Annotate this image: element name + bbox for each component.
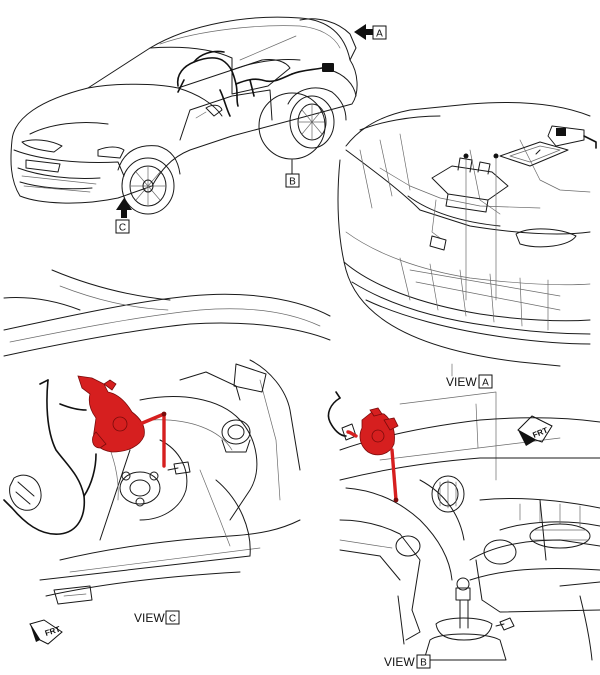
front-sensor-link-arm xyxy=(138,412,166,426)
view-b-illustration: FRT xyxy=(327,391,600,661)
forward-arrow-b: FRT xyxy=(517,415,553,446)
callout-c-label: C xyxy=(119,223,126,234)
view-c-letter-box: C xyxy=(165,610,180,625)
callout-a-label: A xyxy=(376,29,383,40)
arrow-a xyxy=(354,24,374,40)
view-b-letter-box: B xyxy=(416,654,431,669)
callout-b: B xyxy=(285,173,300,188)
rear-height-sensor xyxy=(359,411,395,456)
vehicle-overview xyxy=(10,16,374,218)
view-c-illustration: FRT xyxy=(3,269,331,645)
view-a-letter: A xyxy=(482,378,489,389)
view-b-prefix: VIEW xyxy=(384,655,415,669)
forward-arrow-b-text: FRT xyxy=(531,426,549,440)
arrow-c xyxy=(116,198,132,218)
forward-arrow-c: FRT xyxy=(29,619,63,645)
view-a-illustration xyxy=(337,102,597,377)
view-b-letter: B xyxy=(420,658,427,669)
forward-arrow-c-text: FRT xyxy=(44,625,62,638)
rear-sensor-link-rod xyxy=(390,448,398,502)
view-c-prefix: VIEW xyxy=(134,611,165,625)
view-c-letter: C xyxy=(169,614,176,625)
view-a-letter-box: A xyxy=(478,374,493,389)
callout-a: A xyxy=(372,25,387,40)
view-a-prefix: VIEW xyxy=(446,375,477,389)
callout-c: C xyxy=(115,219,130,234)
callout-b-label: B xyxy=(289,177,296,188)
